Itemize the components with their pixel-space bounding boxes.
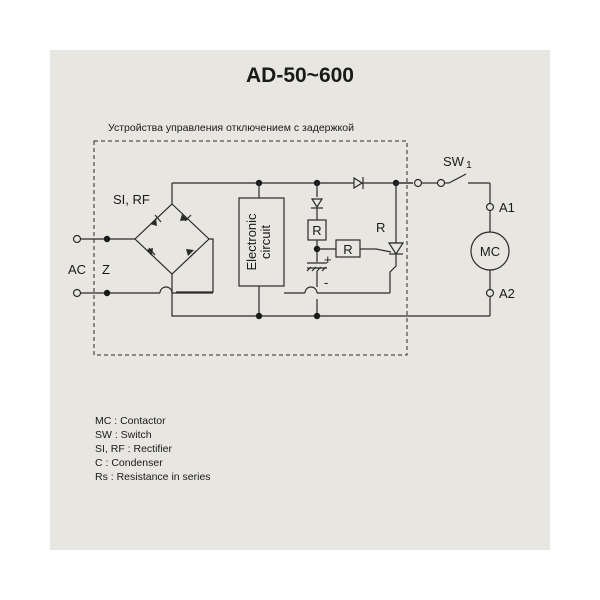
electronic-circuit-box — [238, 197, 285, 287]
cap-plus: + — [324, 252, 332, 267]
node-bottom-2 — [313, 312, 321, 320]
wire-ec-neg-hop — [304, 286, 318, 294]
node-z-top — [103, 235, 111, 243]
wire-bridge-right — [176, 238, 214, 293]
enclosure-caption: Устройства управления отключением с заде… — [108, 122, 354, 134]
resistor-1-label: R — [312, 223, 321, 238]
bridge-diode-tr — [180, 214, 192, 222]
resistor-2-label: R — [343, 242, 352, 257]
diode-series — [353, 176, 364, 190]
terminal-a1-label: A1 — [499, 200, 515, 215]
thyristor-label: R — [376, 220, 385, 235]
cap-minus: - — [324, 275, 328, 290]
terminal-a2 — [485, 288, 495, 298]
terminal-out-2 — [436, 178, 446, 188]
enclosure-dashed — [93, 140, 408, 356]
node-z-bottom — [103, 289, 111, 297]
wire-crossover — [159, 286, 173, 294]
switch-label-sub: 1 — [466, 159, 472, 171]
node-bottom-1 — [255, 312, 263, 320]
diode-branch — [310, 198, 324, 209]
legend-item: MC : Contactor — [95, 415, 166, 427]
legend-item: Rs : Resistance in series — [95, 471, 211, 483]
legend-item: SI, RF : Rectifier — [95, 443, 173, 455]
electronic-label-1: Electronic — [244, 213, 259, 271]
diagram-title: AD-50~600 — [246, 64, 354, 87]
bridge-diode-br — [186, 249, 197, 258]
wire-bridge-bottom — [171, 274, 490, 317]
bridge-diode-bl — [146, 247, 156, 256]
bridge-label: SI, RF — [113, 192, 150, 207]
terminal-out-1 — [413, 178, 423, 188]
bridge-rectifier — [134, 203, 210, 275]
terminal-a2-label: A2 — [499, 286, 515, 301]
z-label: Z — [102, 262, 110, 277]
legend-item: SW : Switch — [95, 429, 152, 441]
ac-terminal-bottom — [72, 288, 82, 298]
legend: MC : Contactor SW : Switch SI, RF : Rect… — [95, 415, 211, 483]
ac-label: AC — [68, 262, 86, 277]
capacitor-hatch — [306, 266, 327, 272]
terminal-a1 — [485, 202, 495, 212]
wire-thyristor-cathode — [389, 254, 397, 293]
contactor-label: MC — [480, 244, 500, 259]
thyristor-symbol — [375, 242, 405, 256]
switch-label: SW — [443, 154, 465, 169]
legend-item: C : Condenser — [95, 457, 163, 469]
ac-terminal-top — [72, 234, 82, 244]
bridge-diode-tl — [150, 214, 162, 226]
diagram-panel — [50, 50, 550, 550]
electronic-label-2: circuit — [258, 225, 273, 259]
switch-blade — [448, 173, 467, 184]
